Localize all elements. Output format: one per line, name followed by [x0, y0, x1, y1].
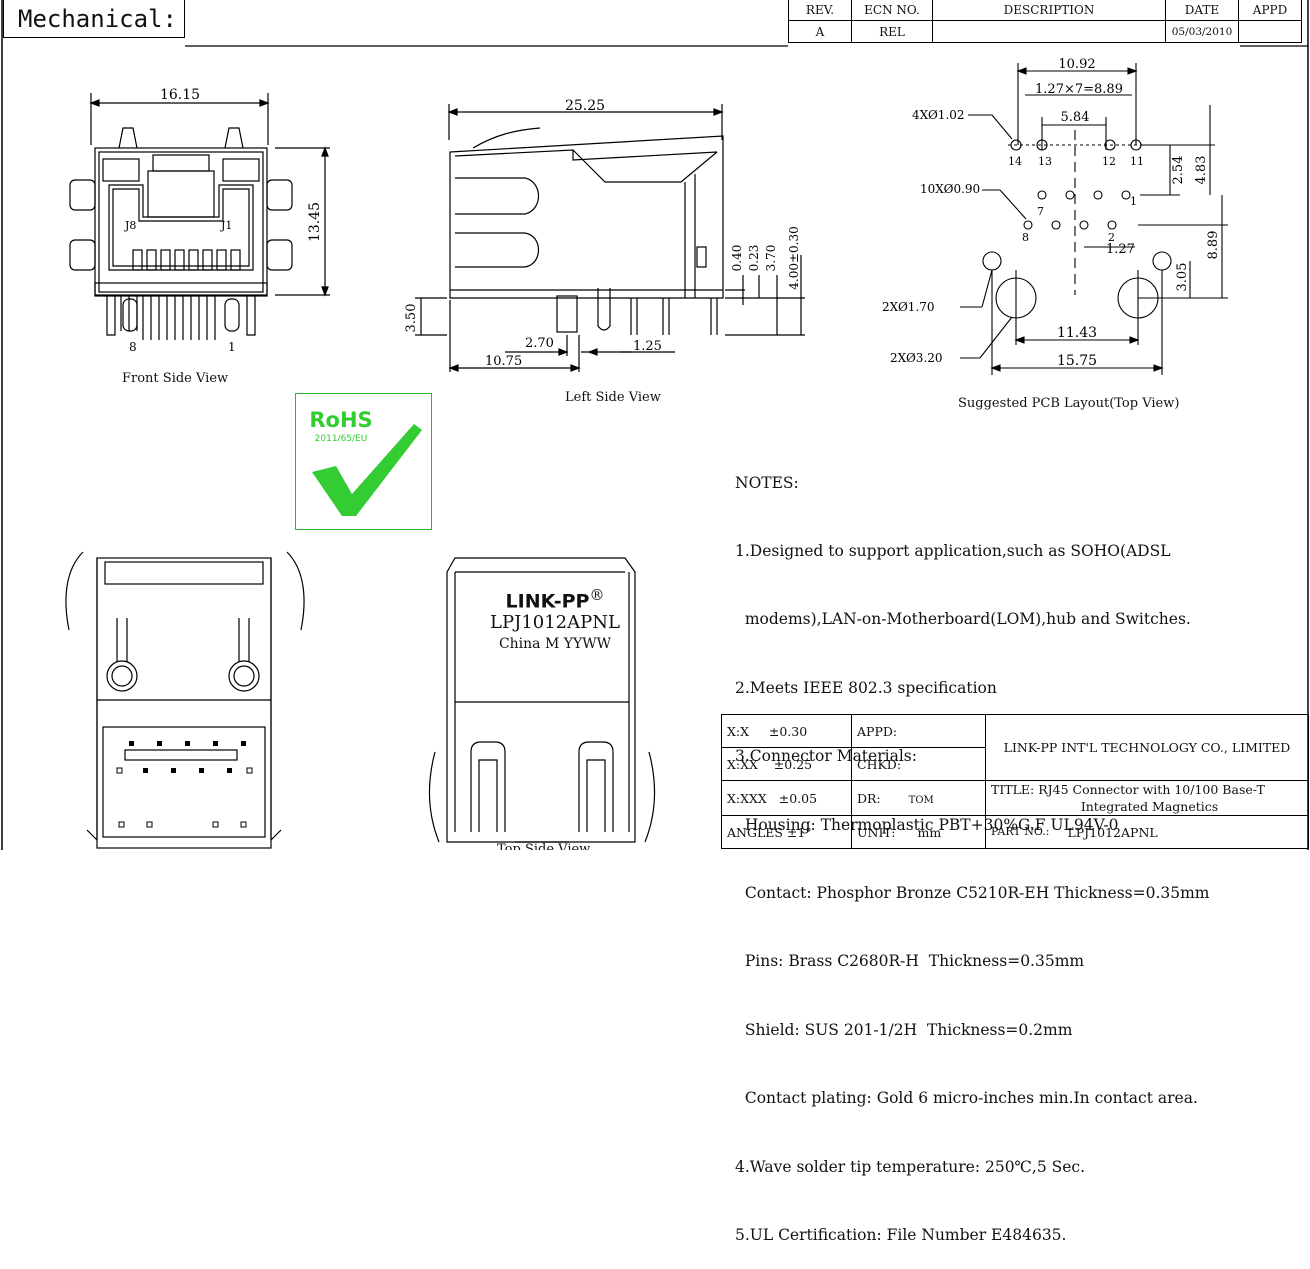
left-dim-125: 1.25: [633, 339, 662, 354]
left-dim-040: 0.40: [730, 245, 744, 272]
title-line-2: Integrated Magnetics: [1080, 799, 1219, 814]
top-view-caption: Top Side View: [497, 842, 591, 850]
ecn-header: ECN NO.: [851, 0, 933, 21]
pcb-layout-caption: Suggested PCB Layout(Top View): [958, 396, 1180, 411]
dr-value: TOM: [908, 794, 934, 806]
note-line: 4.Wave solder tip temperature: 250℃,5 Se…: [735, 1157, 1086, 1176]
title-block: X:X ±0.30 APPD: LINK-PP INT'L TECHNOLOGY…: [721, 714, 1309, 849]
part-no-label: PART NO.:: [991, 824, 1050, 838]
unit-value: mm: [917, 824, 942, 840]
pcb-pin-1: 1: [1130, 195, 1137, 208]
bottom-side-view: [65, 551, 305, 849]
note-line: modems),LAN-on-Motherboard(LOM),hub and …: [735, 610, 1191, 629]
pcb-dim-1092: 10.92: [1058, 57, 1095, 72]
brand-name: LINK-PP: [505, 590, 590, 613]
left-dim-400: 4.00±0.30: [787, 226, 801, 290]
left-length-dim: 25.25: [565, 98, 605, 114]
pcb-pin-8: 8: [1022, 231, 1029, 244]
note-line: 1.Designed to support application,such a…: [735, 541, 1171, 560]
tolerance-x: X:X ±0.30: [721, 714, 852, 748]
pcb-dim-584: 5.84: [1061, 110, 1090, 125]
left-view-caption: Left Side View: [565, 390, 661, 405]
left-dim-023: 0.23: [747, 245, 761, 272]
top-side-view: [428, 557, 656, 843]
front-view-caption: Front Side View: [122, 371, 229, 386]
note-line: Contact plating: Gold 6 micro-inches min…: [735, 1089, 1198, 1108]
front-pin-8: 8: [129, 340, 137, 354]
title-field: TITLE: RJ45 Connector with 10/100 Base-T…: [985, 780, 1309, 816]
pcb-hole-4x: 4XØ1.02: [912, 108, 965, 122]
unit-label: UNIT:: [857, 824, 896, 840]
pcb-dim-1575: 15.75: [1057, 353, 1097, 369]
front-j8-label: J8: [124, 219, 136, 232]
revision-table: REV. ECN NO. DESCRIPTION DATE APPD A REL…: [788, 0, 1302, 43]
pcb-dim-1143: 11.43: [1057, 325, 1097, 341]
drawn-by-field: DR: TOM: [851, 780, 986, 816]
note-line: Contact: Phosphor Bronze C5210R-EH Thick…: [735, 883, 1210, 902]
part-no-field: PART NO.: LPJ1012APNL: [985, 815, 1309, 849]
pcb-hole-10x: 10XØ0.90: [920, 182, 980, 196]
front-width-dim: 16.15: [160, 87, 200, 103]
title-line-1: TITLE: RJ45 Connector with 10/100 Base-T: [991, 782, 1265, 797]
note-line: Shield: SUS 201-1/2H Thickness=0.2mm: [735, 1020, 1073, 1039]
front-pin-1: 1: [228, 340, 236, 354]
pcb-dim-889: 8.89: [1206, 231, 1221, 260]
front-height-dim: 13.45: [307, 202, 323, 242]
pcb-pin-11: 11: [1130, 155, 1144, 168]
notes-heading: NOTES:: [735, 473, 799, 492]
appd-value: [1238, 20, 1302, 43]
tolerance-xx: X:XX ±0.25: [721, 747, 852, 781]
top-view-label: LINK-PP® LPJ1012APNL China M YYWW: [470, 586, 640, 654]
drawing-frame: [1, 0, 1309, 850]
dr-label: DR:: [857, 790, 881, 806]
tolerance-xxx: X:XXX ±0.05: [721, 780, 852, 816]
front-side-view: 16.15 13.45 J8 J1 8 1: [69, 87, 330, 354]
pcb-dim-483: 4.83: [1194, 156, 1209, 185]
date-value: 05/03/2010: [1165, 20, 1239, 43]
rohs-badge: RoHS 2011/65/EU: [295, 393, 432, 530]
pcb-dim-254: 2.54: [1171, 156, 1186, 185]
pcb-dim-pitch: 1.27×7=8.89: [1035, 82, 1123, 97]
left-dim-1075: 10.75: [485, 354, 522, 369]
unit-field: UNIT: mm: [851, 815, 986, 849]
left-dim-270: 2.70: [525, 336, 554, 351]
checkmark-icon: [312, 424, 422, 516]
appd-field: APPD:: [851, 714, 986, 748]
registered-mark: ®: [589, 586, 605, 604]
pcb-pin-12: 12: [1102, 155, 1116, 168]
mechanical-title: Mechanical:: [3, 0, 185, 38]
pcb-pin-13: 13: [1038, 155, 1052, 168]
left-dim-370: 3.70: [764, 245, 778, 272]
part-number-label: LPJ1012APNL: [490, 612, 620, 634]
left-side-view: 25.25 3.50 2.70 10.75 1.25 0.40 0.23 3.7…: [404, 98, 805, 372]
left-dim-350: 3.50: [404, 304, 419, 333]
front-j1-label: J1: [220, 219, 232, 232]
origin-label: China M YYWW: [498, 636, 612, 653]
chkd-field: CHKD:: [851, 747, 986, 781]
company-name: LINK-PP INT'L TECHNOLOGY CO., LIMITED: [985, 714, 1309, 781]
pcb-pin-14: 14: [1008, 155, 1022, 168]
pcb-pin-7: 7: [1037, 205, 1044, 218]
pcb-dim-305: 3.05: [1175, 263, 1190, 292]
pcb-layout-view: 10.92 1.27×7=8.89 5.84 4XØ1.02 10XØ0.90 …: [882, 57, 1228, 375]
pcb-dim-127: 1.27: [1106, 242, 1135, 257]
note-line: 2.Meets IEEE 802.3 specification: [735, 678, 997, 697]
part-no-value: LPJ1012APNL: [1067, 824, 1158, 840]
rohs-subtitle: 2011/65/EU: [314, 434, 368, 444]
pcb-pin-2: 2: [1108, 231, 1115, 244]
pcb-hole-2x320: 2XØ3.20: [890, 351, 943, 365]
tolerance-angles: ANGLES ±1°: [721, 815, 852, 849]
note-line: Pins: Brass C2680R-H Thickness=0.35mm: [735, 952, 1085, 971]
rohs-title: RoHS: [309, 408, 373, 432]
pcb-hole-2x170: 2XØ1.70: [882, 300, 935, 314]
ecn-value: REL: [851, 20, 933, 43]
note-line: 5.UL Certification: File Number E484635.: [735, 1225, 1067, 1244]
